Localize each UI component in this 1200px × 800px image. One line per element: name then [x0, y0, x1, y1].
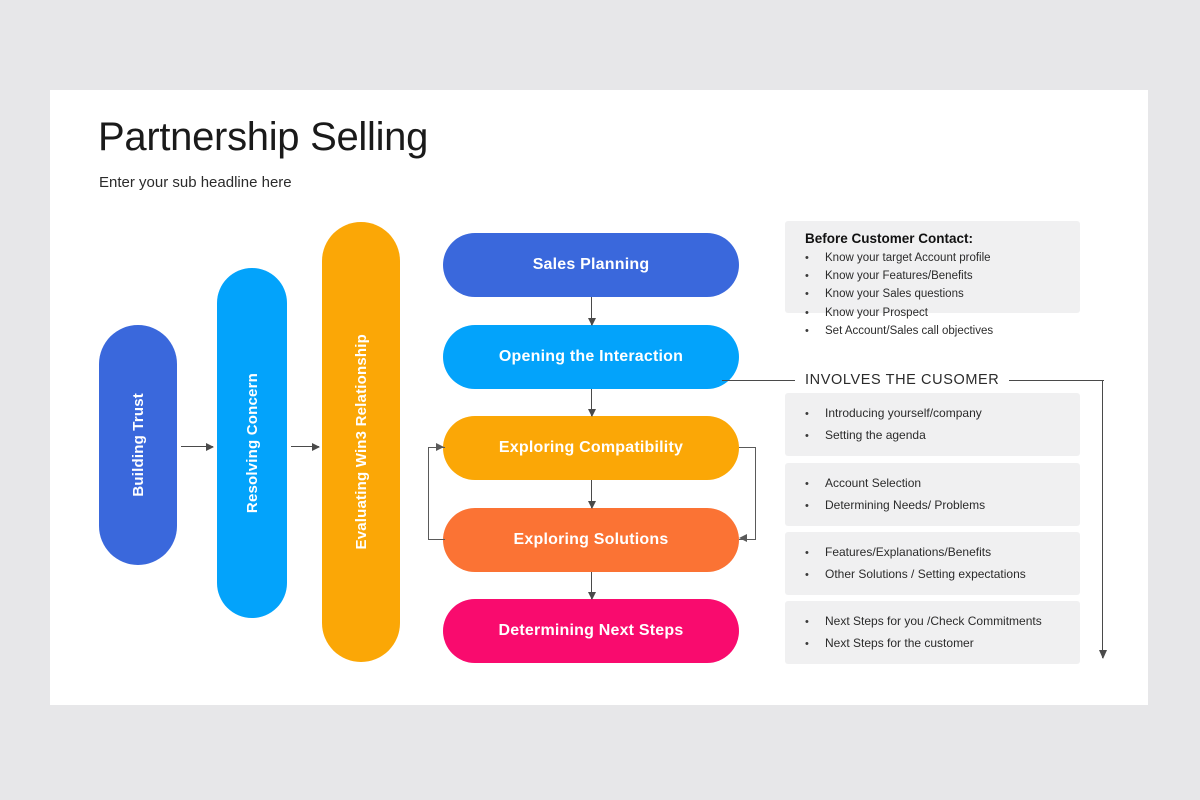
info-panel-exploring-compatibility: • Account Selection • Determining Needs/…: [785, 463, 1080, 526]
info-panel-exploring-solutions: • Features/Explanations/Benefits • Other…: [785, 532, 1080, 595]
flow-step-determining-next-steps[interactable]: Determining Next Steps: [443, 599, 739, 663]
divider-line-right: [1009, 379, 1104, 381]
feedback-loop-right: [739, 447, 756, 540]
stage-pill-label: Building Trust: [129, 393, 147, 497]
stage-pill-label: Evaluating Win3 Relationship: [352, 334, 370, 550]
list-item: • Know your target Account profile: [805, 250, 1064, 267]
list-item-label: Determining Needs/ Problems: [825, 498, 986, 513]
list-item: • Determining Needs/ Problems: [805, 497, 1064, 514]
stage-arrow-right-icon: [291, 442, 320, 451]
list-item-label: Next Steps for the customer: [825, 636, 974, 651]
bullet-icon: •: [805, 430, 809, 443]
bullet-icon: •: [805, 569, 809, 582]
list-item-label: Know your Sales questions: [825, 288, 964, 301]
flow-step-label: Exploring Compatibility: [498, 439, 684, 456]
flow-arrow-down-icon: [587, 572, 596, 600]
list-item-label: Other Solutions / Setting expectations: [825, 567, 1026, 582]
list-item-label: Account Selection: [825, 476, 922, 490]
flow-arrow-down-icon: [587, 480, 596, 509]
flow-arrow-down-icon: [587, 389, 596, 417]
list-item-label: Know your Prospect: [825, 306, 928, 319]
info-panel-heading: Before Customer Contact:: [805, 231, 974, 246]
divider-line-left: [739, 379, 795, 381]
list-item: • Know your Features/Benefits: [805, 268, 1064, 285]
list-item: • Next Steps for you /Check Commitments: [805, 613, 1064, 630]
flow-step-opening-the-interaction[interactable]: Opening the Interaction: [443, 325, 739, 389]
list-item-label: Know your target Account profile: [825, 252, 991, 264]
bullet-icon: •: [805, 616, 809, 628]
flow-step-label: Exploring Solutions: [513, 531, 669, 548]
feedback-loop-left: [428, 447, 445, 540]
stage-pill-building-trust[interactable]: Building Trust: [99, 325, 177, 565]
flow-step-label: Opening the Interaction: [498, 348, 684, 365]
bullet-icon: •: [805, 306, 809, 319]
bullet-icon: •: [805, 408, 809, 420]
list-item: • Setting the agenda: [805, 427, 1064, 444]
involves-connector-line: [722, 380, 742, 381]
feedback-loop-right-arrow-icon: [739, 534, 747, 542]
list-item: • Know your Prospect: [805, 305, 1064, 322]
bullet-icon: •: [805, 638, 809, 651]
info-panel-determining-next-steps: • Next Steps for you /Check Commitments …: [785, 601, 1080, 664]
bullet-icon: •: [805, 547, 809, 559]
list-item-label: Features/Explanations/Benefits: [825, 545, 992, 559]
bullet-icon: •: [805, 500, 809, 513]
bullet-icon: •: [805, 288, 809, 301]
flow-step-label: Sales Planning: [532, 256, 650, 273]
info-panel-opening-the-interaction: • Introducing yourself/company • Setting…: [785, 393, 1080, 456]
stage-pill-label: Resolving Concern: [243, 372, 261, 514]
page-subtitle: Enter your sub headline here: [99, 174, 292, 191]
involves-divider: INVOLVES THE CUSOMER: [739, 370, 1104, 390]
list-item-label: Introducing yourself/company: [825, 406, 982, 420]
page-title: Partnership Selling: [98, 115, 429, 159]
flow-arrow-down-icon: [587, 297, 596, 326]
list-item-label: Set Account/Sales call objectives: [825, 324, 994, 337]
bullet-icon: •: [805, 324, 809, 337]
slide-canvas: Partnership Selling Enter your sub headl…: [50, 90, 1148, 705]
flow-step-label: Determining Next Steps: [498, 622, 684, 639]
side-arrow-down-icon: [1098, 380, 1107, 659]
list-item: • Features/Explanations/Benefits: [805, 544, 1064, 561]
list-item: • Account Selection: [805, 475, 1064, 492]
list-item: • Other Solutions / Setting expectations: [805, 566, 1064, 583]
list-item-label: Next Steps for you /Check Commitments: [825, 614, 1042, 628]
stage-arrow-right-icon: [181, 442, 214, 451]
list-item: • Introducing yourself/company: [805, 405, 1064, 422]
flow-step-exploring-compatibility[interactable]: Exploring Compatibility: [443, 416, 739, 480]
feedback-loop-left-arrow-icon: [436, 443, 444, 451]
bullet-icon: •: [805, 270, 809, 283]
bullet-icon: •: [805, 478, 809, 490]
list-item: • Next Steps for the customer: [805, 635, 1064, 652]
stage-pill-resolving-concern[interactable]: Resolving Concern: [217, 268, 287, 618]
list-item: • Set Account/Sales call objectives: [805, 323, 1064, 340]
bullet-icon: •: [805, 252, 809, 264]
list-item-label: Setting the agenda: [825, 428, 926, 443]
stage-pill-evaluating-win3-relationship[interactable]: Evaluating Win3 Relationship: [322, 222, 400, 662]
flow-step-sales-planning[interactable]: Sales Planning: [443, 233, 739, 297]
list-item-label: Know your Features/Benefits: [825, 270, 973, 283]
list-item: • Know your Sales questions: [805, 286, 1064, 303]
flow-step-exploring-solutions[interactable]: Exploring Solutions: [443, 508, 739, 572]
involves-divider-label: INVOLVES THE CUSOMER: [805, 372, 1000, 388]
info-panel-before-customer-contact: Before Customer Contact: • Know your tar…: [785, 221, 1080, 337]
